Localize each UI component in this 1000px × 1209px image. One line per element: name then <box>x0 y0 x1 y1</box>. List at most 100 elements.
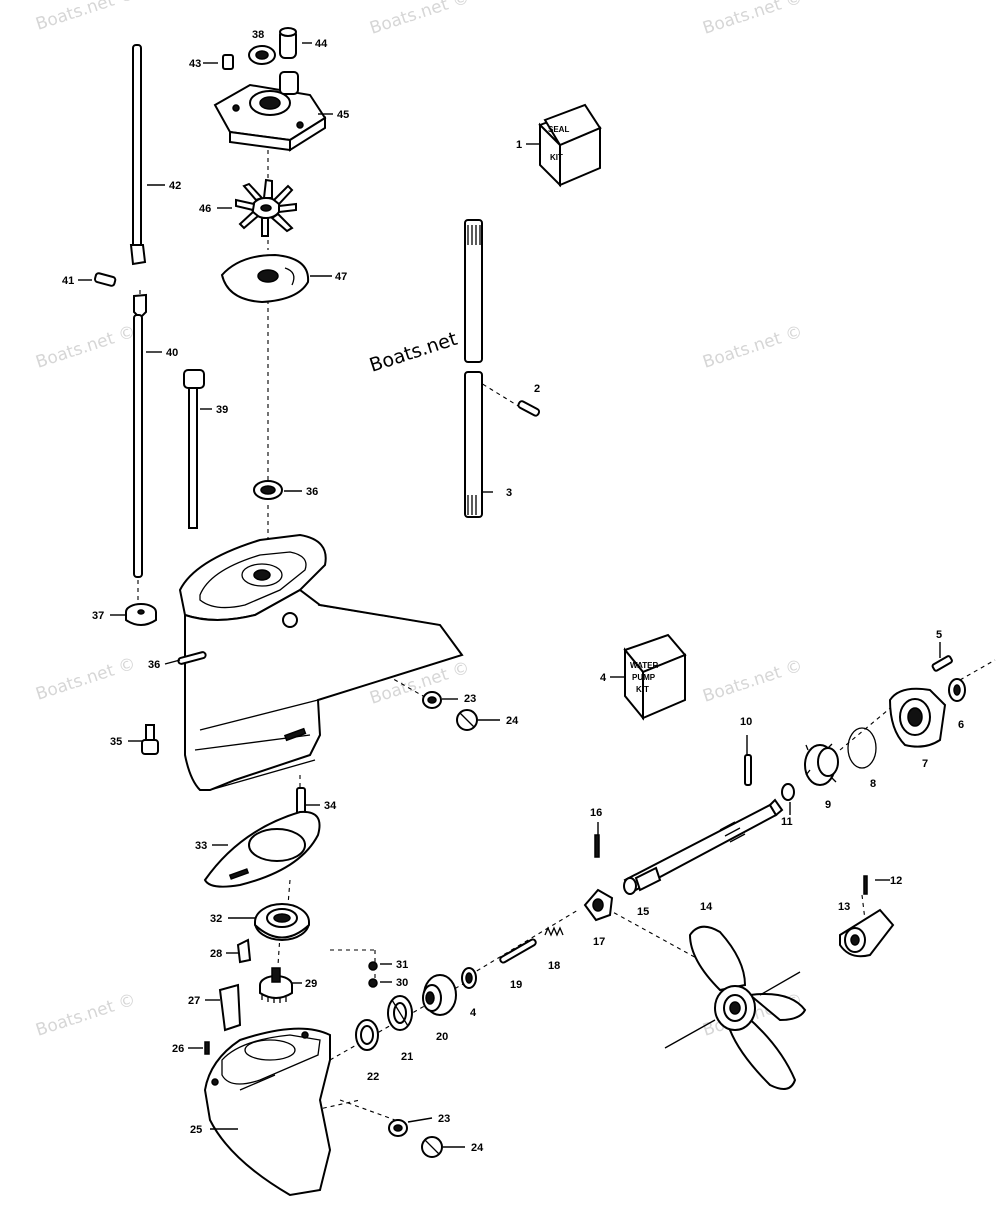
label-42: 42 <box>169 180 181 192</box>
label-18: 18 <box>548 960 560 972</box>
label-27: 27 <box>188 995 200 1007</box>
seal-kit-text-2: KIT <box>550 153 563 162</box>
label-43: 43 <box>189 58 201 70</box>
watermark: Boats.net © <box>700 322 805 373</box>
label-36b: 36 <box>306 486 318 498</box>
washer-11 <box>781 783 795 801</box>
driveshaft <box>464 219 483 518</box>
driveshaft-housing <box>178 533 464 791</box>
gearcase-lower <box>203 1027 332 1197</box>
label-34: 34 <box>324 800 337 812</box>
label-12: 12 <box>890 875 902 887</box>
reverse-gear <box>804 743 839 786</box>
pin-16 <box>594 834 600 858</box>
small-balls <box>368 961 378 988</box>
label-47: 47 <box>335 271 347 283</box>
pinion-gear <box>259 967 293 1003</box>
label-23a: 23 <box>464 693 476 705</box>
seal-kit-text-1: SEAL <box>548 125 569 134</box>
washer-22 <box>355 1019 379 1051</box>
driveshaft-pin <box>517 400 541 417</box>
label-1: 1 <box>516 139 522 151</box>
label-21: 21 <box>401 1051 413 1063</box>
label-5: 5 <box>936 629 942 641</box>
label-19: 19 <box>510 979 522 991</box>
label-37: 37 <box>92 610 104 622</box>
label-46: 46 <box>199 203 211 215</box>
seal-kit-box: SEAL KIT <box>538 103 602 188</box>
shift-rod-upper <box>129 44 147 266</box>
label-14: 14 <box>700 901 713 913</box>
label-4a: 4 <box>600 672 607 684</box>
label-13: 13 <box>838 901 850 913</box>
label-2: 2 <box>534 383 540 395</box>
label-17: 17 <box>593 936 605 948</box>
upper-drain-screw <box>422 691 478 731</box>
impeller <box>235 178 297 237</box>
pin-36-upper <box>177 651 207 665</box>
label-22: 22 <box>367 1071 379 1083</box>
label-40: 40 <box>166 347 178 359</box>
leader-lines <box>78 42 941 1148</box>
lower-drain-screw <box>388 1119 443 1158</box>
watermark: Boats.net © <box>367 0 472 39</box>
label-35: 35 <box>110 736 122 748</box>
label-25: 25 <box>190 1124 202 1136</box>
label-16: 16 <box>590 807 602 819</box>
cam-pin-19 <box>499 938 537 964</box>
pin-10 <box>744 754 752 786</box>
label-28: 28 <box>210 948 222 960</box>
watermark: Boats.net © <box>33 322 138 373</box>
label-7: 7 <box>922 758 928 770</box>
label-11: 11 <box>781 816 793 828</box>
seal-6 <box>948 678 966 702</box>
water-pump-housing <box>213 71 327 152</box>
spring-18 <box>544 926 564 937</box>
pin-26 <box>204 1041 210 1055</box>
label-10: 10 <box>740 716 752 728</box>
label-9: 9 <box>825 799 831 811</box>
label-15: 15 <box>637 906 649 918</box>
o-ring-8 <box>847 727 877 769</box>
long-bolt <box>183 369 205 529</box>
watermark: Boats.net © <box>33 990 138 1041</box>
water-pump-kit-text-2: PUMP <box>632 673 656 682</box>
bearing-21 <box>387 995 413 1031</box>
bearing-32 <box>254 903 310 941</box>
gasket-33 <box>203 810 321 888</box>
water-pump-kit-text-3: KIT <box>636 685 649 694</box>
label-41: 41 <box>62 275 74 287</box>
label-20: 20 <box>436 1031 448 1043</box>
bearing-carrier <box>888 687 947 748</box>
shift-rod-lower <box>133 293 147 578</box>
propeller-shaft <box>623 798 784 895</box>
lower-seal <box>253 480 283 500</box>
screw-35 <box>141 724 159 755</box>
watermark: Boats.net © <box>700 656 805 707</box>
label-6: 6 <box>958 719 964 731</box>
screw-5 <box>931 655 953 672</box>
water-pump-kit-box: WATER PUMP KIT <box>623 633 687 721</box>
label-29: 29 <box>305 978 317 990</box>
label-30: 30 <box>396 977 408 989</box>
bearing-4 <box>461 967 477 989</box>
label-24b: 24 <box>471 1142 484 1154</box>
watermark: Boats.net © <box>700 0 805 39</box>
label-3: 3 <box>506 487 512 499</box>
pump-top-parts <box>222 27 297 70</box>
label-38: 38 <box>252 29 264 41</box>
label-39: 39 <box>216 404 228 416</box>
pump-plate <box>220 253 310 304</box>
watermark: Boats.net © <box>33 654 138 705</box>
label-45: 45 <box>337 109 349 121</box>
screw-41 <box>93 272 117 287</box>
label-44: 44 <box>315 38 328 50</box>
watermarks: Boats.net © Boats.net © Boats.net © Boat… <box>33 0 805 1041</box>
washer-37 <box>125 603 157 626</box>
label-31: 31 <box>396 959 408 971</box>
bracket-27 <box>218 983 242 1032</box>
label-8: 8 <box>870 778 876 790</box>
stud-34 <box>296 787 306 815</box>
clutch-17 <box>583 888 614 922</box>
